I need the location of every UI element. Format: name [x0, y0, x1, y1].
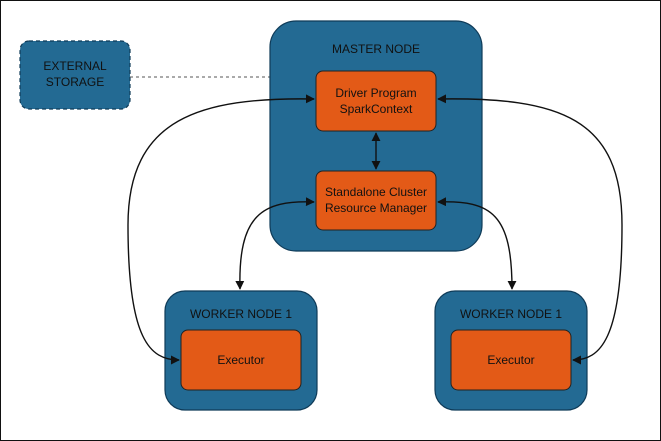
cluster-manager-label-line1: Standalone Cluster [325, 185, 427, 199]
edge-driver-executor-right [437, 94, 623, 365]
worker-node-right-label: WORKER NODE 1 [460, 307, 562, 321]
external-storage-node: EXTERNAL STORAGE [19, 40, 131, 110]
worker-node-left-label: WORKER NODE 1 [190, 307, 292, 321]
executor-right-label: Executor [487, 353, 534, 367]
driver-program-box: Driver Program SparkContext [315, 70, 437, 132]
executor-left-label: Executor [217, 353, 264, 367]
edge-cluster-worker-right [437, 197, 517, 290]
edge-driver-executor-left [127, 94, 315, 365]
external-storage-label-line1: EXTERNAL [43, 59, 107, 73]
external-storage-label-line2: STORAGE [46, 75, 104, 89]
external-storage-shape [19, 40, 131, 110]
edge-cluster-worker-left [235, 197, 315, 290]
worker-node-right: WORKER NODE 1 Executor [434, 290, 588, 411]
connectors [127, 94, 623, 365]
driver-program-label-line1: Driver Program [335, 86, 416, 100]
driver-program-label-line2: SparkContext [340, 102, 413, 116]
worker-node-left: WORKER NODE 1 Executor [164, 290, 318, 411]
cluster-manager-box: Standalone Cluster Resource Manager [315, 170, 437, 231]
cluster-manager-shape [315, 170, 437, 231]
cluster-manager-label-line2: Resource Manager [325, 201, 427, 215]
driver-program-shape [315, 70, 437, 132]
master-node-label: MASTER NODE [332, 42, 420, 56]
